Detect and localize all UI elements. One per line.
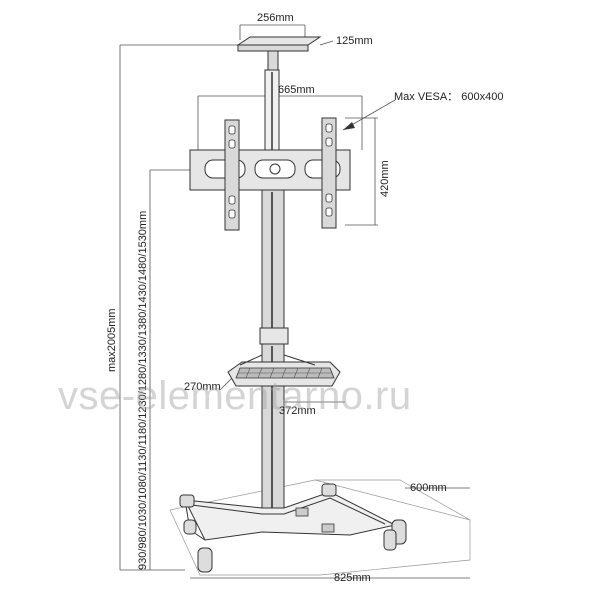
base (179, 483, 407, 573)
dimension-lines (119, 24, 470, 579)
bracket-height-label: 420mm (379, 160, 391, 197)
base-width-label: 825mm (334, 572, 371, 584)
bracket-width-label: 665mm (278, 84, 315, 96)
column (259, 69, 289, 521)
watermark: vse-elementarno.ru (58, 374, 412, 418)
max-vesa-label: Max VESA： 600x400 (394, 91, 504, 103)
shelf (227, 354, 341, 387)
top-plate-depth-line (319, 40, 334, 46)
top-plate-depth-label: 125mm (336, 35, 373, 47)
shelf-depth-label: 270mm (184, 381, 221, 393)
top-plate-width-label: 256mm (257, 12, 294, 24)
base-depth-label: 600mm (410, 482, 447, 494)
caster-wheels (179, 483, 407, 573)
max-height-label: max2005mm (106, 308, 118, 372)
base-footprint (169, 479, 471, 576)
shelf-width-label: 372mm (279, 405, 316, 417)
top-plate (236, 36, 322, 72)
vesa-bracket (189, 117, 351, 231)
